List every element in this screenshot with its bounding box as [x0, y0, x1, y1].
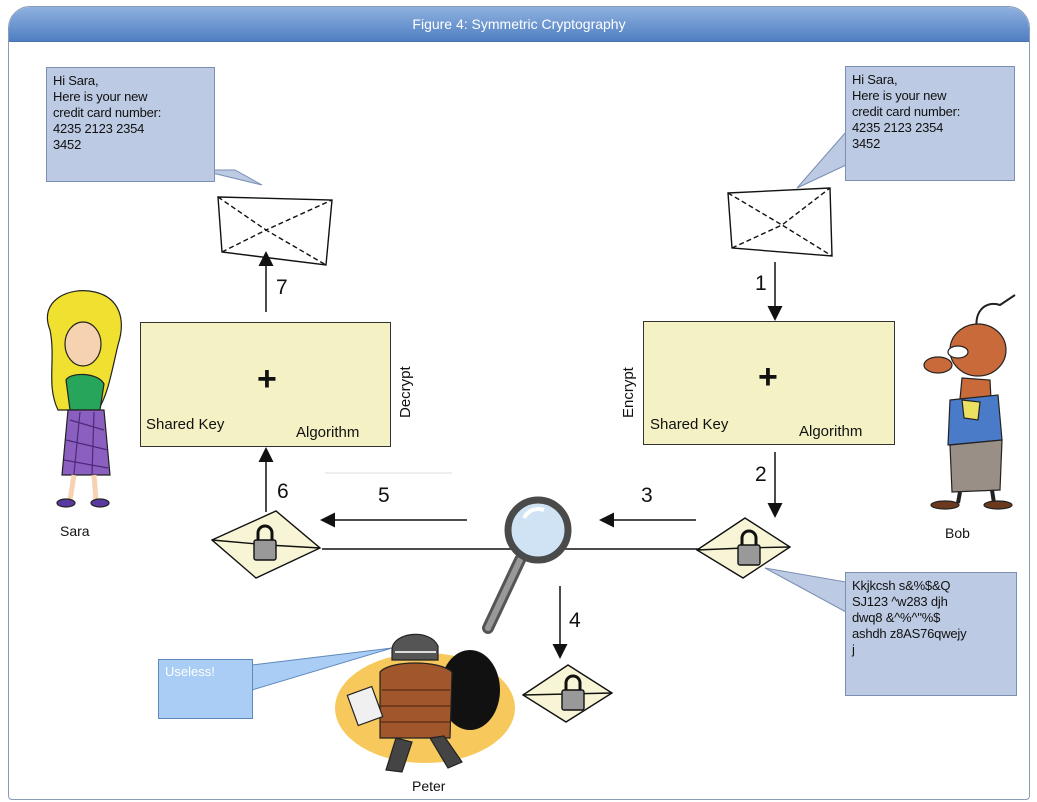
decrypt-key-label: Shared Key [146, 416, 225, 433]
decrypt-side-label: Decrypt [397, 366, 414, 418]
bob-message-callout: Hi Sara, Here is your new credit card nu… [845, 66, 1015, 181]
bob-message-line: 4235 2123 2354 [852, 120, 944, 135]
bob-name-label: Bob [945, 525, 970, 541]
step-6-label: 6 [277, 480, 289, 503]
sara-name-label: Sara [60, 523, 90, 539]
peter-name-label: Peter [412, 778, 446, 794]
encrypt-algorithm-label: Algorithm [799, 423, 863, 440]
magnifying-glass-icon [482, 496, 572, 634]
encrypt-key-label: Shared Key [650, 416, 729, 433]
bob-message-line: Here is your new [852, 88, 947, 103]
bob-message-line: 3452 [852, 136, 881, 151]
decrypt-plus: + [257, 360, 277, 398]
ciphertext-line: Kkjkcsh s&%$&Q [852, 578, 951, 593]
ciphertext-callout-tail [764, 567, 847, 613]
step-2-label: 2 [755, 463, 767, 486]
figure-title: Figure 4: Symmetric Cryptography [9, 7, 1029, 42]
sara-message-callout: Hi Sara, Here is your new credit card nu… [46, 67, 215, 182]
intercepted-locked-envelope-icon [521, 664, 614, 723]
sara-message-line: 4235 2123 2354 [53, 121, 145, 136]
decrypt-box [140, 322, 391, 447]
step-1-label: 1 [755, 272, 767, 295]
step-4-label: 4 [569, 609, 581, 632]
decrypt-algorithm-label: Algorithm [296, 424, 360, 441]
encrypt-plus: + [758, 358, 778, 396]
sara-figure-icon [47, 290, 122, 508]
ciphertext-line: SJ123 ^w283 djh [852, 594, 948, 609]
encrypt-side-label: Encrypt [620, 367, 637, 418]
ciphertext-line: j [852, 642, 855, 657]
sara-open-envelope-icon [217, 196, 333, 266]
sara-message-line: 3452 [53, 137, 82, 152]
sara-locked-envelope-icon [210, 510, 322, 579]
ciphertext-callout: Kkjkcsh s&%$&Q SJ123 ^w283 djh dwq8 &^%^… [845, 572, 1017, 696]
step-7-label: 7 [276, 276, 288, 299]
encrypt-box [643, 321, 895, 445]
step-3-label: 3 [641, 484, 653, 507]
sara-message-line: Here is your new [53, 89, 148, 104]
sara-message-line: Hi Sara, [53, 73, 99, 88]
step-5-label: 5 [378, 484, 390, 507]
bob-callout-tail [796, 130, 847, 189]
bob-message-line: Hi Sara, [852, 72, 898, 87]
ciphertext-line: dwq8 &^%^"%$ [852, 610, 941, 625]
useless-callout: Useless! [158, 659, 253, 719]
peter-figure-icon [335, 633, 515, 773]
bob-figure-icon [923, 294, 1016, 510]
bob-message-line: credit card number: [852, 104, 961, 119]
sara-message-line: credit card number: [53, 105, 162, 120]
sara-callout-tail [199, 169, 263, 186]
bob-open-envelope-icon [727, 187, 833, 257]
bob-locked-envelope-icon [695, 517, 792, 579]
ciphertext-line: ashdh z8AS76qwejy [852, 626, 967, 641]
